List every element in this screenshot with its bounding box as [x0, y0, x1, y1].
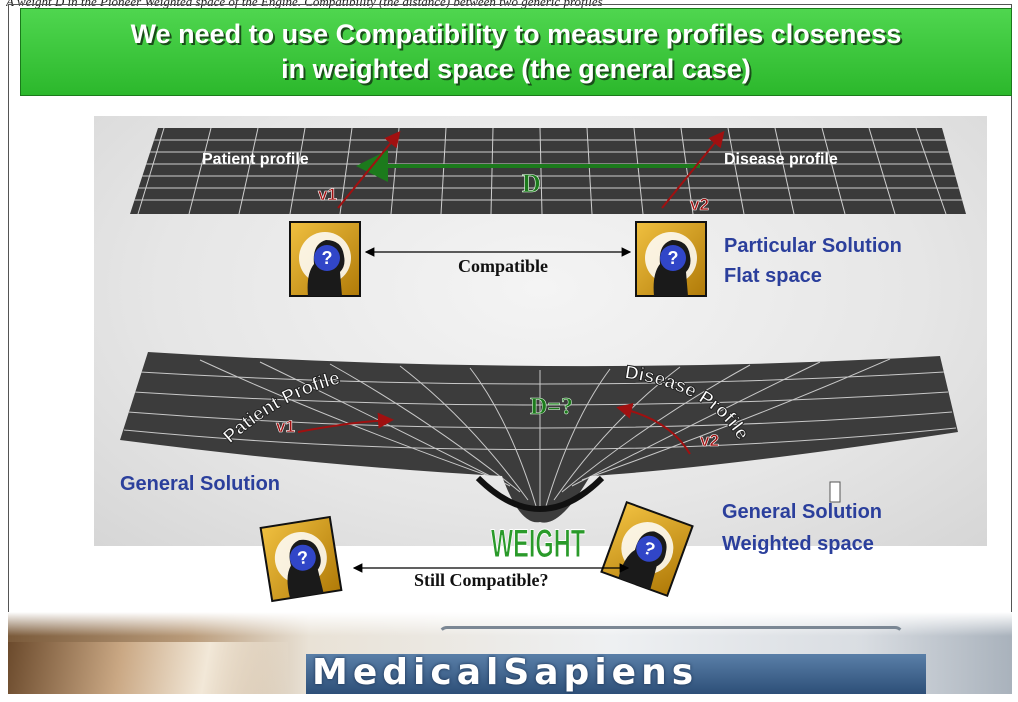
title-bar: We need to use Compatibility to measure … — [20, 8, 1012, 96]
patient-head-icon-tilted — [259, 515, 343, 603]
vector-v2-flat — [661, 130, 725, 209]
patient-profile-label: Patient profile — [202, 151, 309, 168]
flat-space-label: Flat space — [724, 265, 822, 287]
patient-head-icon — [289, 221, 361, 297]
compatible-label: Compatible — [458, 256, 548, 276]
v1-label-flat: v1 — [318, 185, 337, 204]
disease-head-icon — [635, 221, 707, 297]
general-solution-right-label: General Solution — [722, 501, 882, 523]
weight-label: WEIGHT — [491, 520, 585, 565]
vector-v2-curved — [616, 403, 691, 455]
brand-logo-text: MedicalSapiens — [312, 652, 699, 693]
stethoscope-tube-graphic — [438, 626, 904, 650]
vector-v1-curved — [297, 412, 394, 433]
disease-head-icon-tilted — [600, 501, 694, 597]
v2-label-curved: v2 — [700, 431, 719, 450]
vector-v1-flat — [337, 130, 401, 209]
weighted-space-grid — [120, 352, 958, 523]
v1-label-curved: v1 — [276, 417, 295, 436]
pen-graphic — [8, 642, 288, 694]
weighted-space-label: Weighted space — [722, 533, 874, 555]
still-compatible-label: Still Compatible? — [414, 570, 549, 590]
distance-unknown-label: D=? — [530, 394, 573, 420]
disease-profile-label: Disease profile — [724, 151, 838, 168]
v2-label-flat: v2 — [690, 195, 709, 214]
general-solution-left-label: General Solution — [120, 473, 280, 495]
title-line-2: in weighted space (the general case) — [281, 54, 751, 84]
branding-banner: MedicalSapiens — [8, 612, 1012, 694]
brand-plate — [306, 654, 926, 694]
banner-dotted-stripe — [8, 612, 1012, 636]
weighted-label-box — [829, 481, 841, 503]
flat-space-grid — [130, 128, 966, 214]
title-line-1: We need to use Compatibility to measure … — [130, 19, 902, 49]
distance-d-label: D — [522, 169, 541, 198]
particular-solution-label: Particular Solution — [724, 235, 902, 257]
